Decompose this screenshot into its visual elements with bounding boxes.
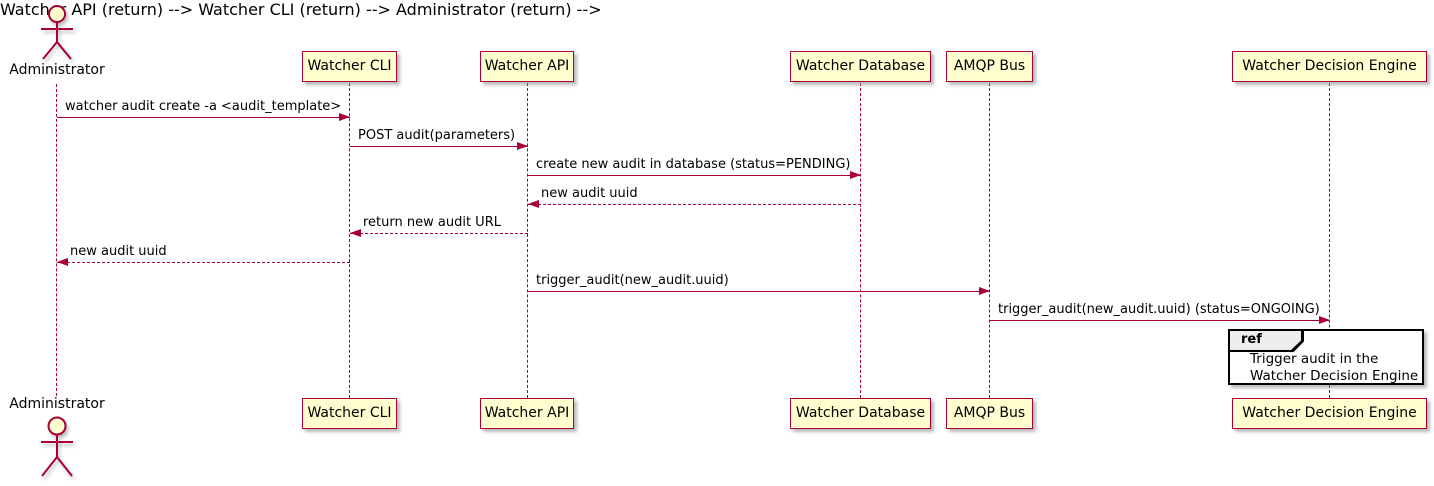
participant-amqp-bus-bottom: AMQP Bus [946, 398, 1033, 429]
lifeline-administrator [56, 84, 57, 396]
message-label: create new audit in database (status=PEN… [536, 157, 851, 172]
actor-icon [41, 5, 73, 60]
actor-label-top: Administrator [9, 62, 105, 78]
arrowhead-icon [979, 287, 990, 295]
participant-watcher-api-top: Watcher API [480, 51, 574, 82]
ref-tag [1230, 331, 1301, 350]
message-arrow [57, 117, 350, 118]
ref-tag-label: ref [1241, 332, 1262, 347]
participant-watcher-cli-top: Watcher CLI [302, 51, 397, 82]
message-arrow [350, 146, 528, 147]
participant-watcher-cli-bottom: Watcher CLI [302, 398, 397, 429]
lifeline-amqp-bus [989, 83, 990, 398]
arrowhead-icon [850, 171, 861, 179]
participant-watcher-database-bottom: Watcher Database [790, 398, 931, 429]
message-label: new audit uuid [70, 244, 167, 259]
message-label: trigger_audit(new_audit.uuid) [536, 273, 729, 288]
message-label: new audit uuid [541, 186, 638, 201]
message-label: watcher audit create -a <audit_template> [65, 99, 342, 114]
participant-watcher-decision-engine-top: Watcher Decision Engine [1232, 51, 1427, 82]
ref-fragment-line1: Trigger audit in the [1250, 351, 1379, 367]
participant-amqp-bus-top: AMQP Bus [946, 51, 1033, 82]
message-arrow [990, 320, 1330, 321]
actor-label-bottom: Administrator [9, 396, 105, 412]
ref-fragment-line2: Watcher Decision Engine [1250, 368, 1419, 384]
lifeline-watcher-api [527, 83, 528, 398]
actor-icon [41, 416, 73, 477]
arrowhead-icon [528, 199, 539, 208]
participant-watcher-api-bottom: Watcher API [480, 398, 574, 429]
arrowhead-icon [350, 228, 361, 237]
message-arrow [528, 204, 861, 205]
message-label: return new audit URL [363, 215, 501, 230]
message-label: trigger_audit(new_audit.uuid) (status=ON… [998, 302, 1320, 317]
ref-fragment-text: Trigger audit in the Watcher Decision En… [1250, 351, 1418, 385]
arrowhead-icon [1319, 316, 1330, 324]
arrowhead-icon [517, 142, 528, 150]
arrowhead-icon [339, 113, 350, 121]
message-arrow [528, 175, 861, 176]
lifeline-watcher-database [860, 83, 861, 398]
message-label: POST audit(parameters) [358, 128, 516, 143]
ref-fragment: ref Trigger audit in the Watcher Decisio… [1228, 329, 1424, 385]
participant-watcher-database-top: Watcher Database [790, 51, 931, 82]
message-arrow [350, 233, 528, 234]
participant-watcher-decision-engine-bottom: Watcher Decision Engine [1232, 398, 1427, 429]
message-arrow [57, 262, 350, 263]
message-arrow [528, 291, 990, 292]
lifeline-watcher-decision-engine [1329, 83, 1330, 398]
arrowhead-icon [57, 257, 68, 266]
lifeline-watcher-cli [349, 83, 350, 398]
